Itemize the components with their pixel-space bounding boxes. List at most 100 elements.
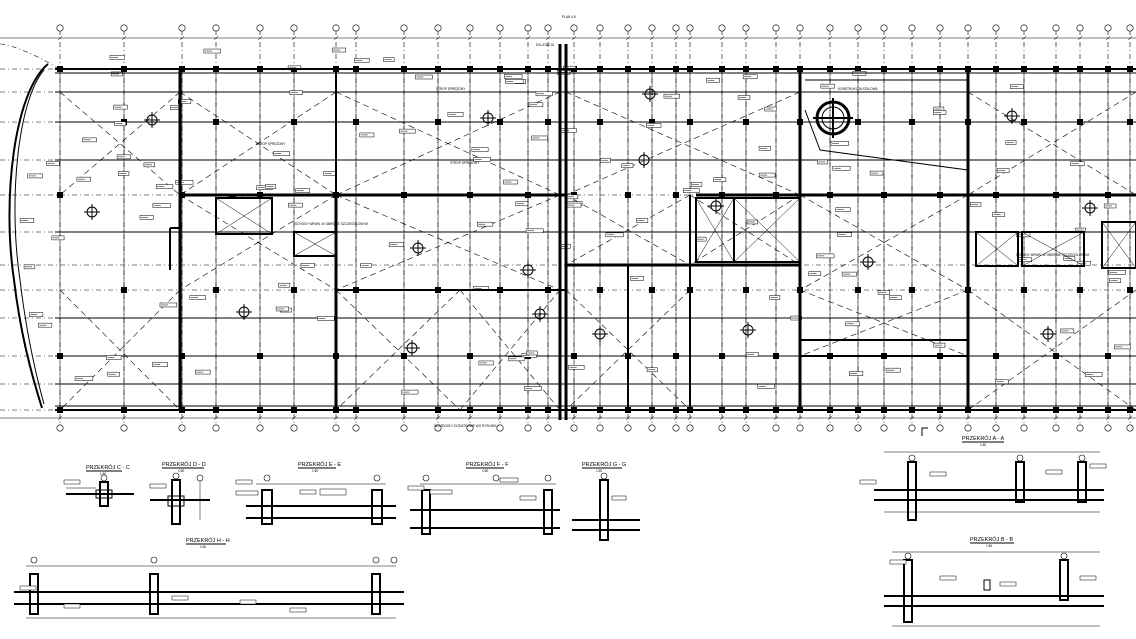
- grid-bubble-top: [936, 24, 944, 32]
- section-tag: [63, 479, 81, 485]
- grid-bubble-top: [992, 24, 1000, 32]
- grid-bubble-bottom: [992, 424, 1000, 432]
- dimension-tick: [1127, 415, 1133, 421]
- grid-bubble-top: [544, 24, 552, 32]
- section-f-f-scale: 1:50: [482, 469, 488, 473]
- stair-core-hatch: [1021, 231, 1085, 267]
- column: [545, 119, 551, 125]
- dimension-tick: [401, 415, 407, 421]
- grid-bubble-bottom: [1126, 424, 1134, 432]
- column: [743, 119, 749, 125]
- column: [1053, 353, 1059, 359]
- dimension-tick: [291, 35, 297, 41]
- dimension-tick: [1077, 415, 1083, 421]
- slab-note-2: STROP SPRĘŻONY: [256, 141, 286, 146]
- section-tag: [63, 603, 81, 609]
- grid-bubble-bottom: [772, 424, 780, 432]
- grid-bubble-top: [1126, 24, 1134, 32]
- dimension-tick: [1053, 415, 1059, 421]
- dimension-tick: [57, 35, 63, 41]
- stair-core-hatch: [215, 197, 273, 235]
- dimension-tick: [965, 35, 971, 41]
- column: [179, 353, 185, 359]
- dimension-tick: [855, 415, 861, 421]
- bottom-note: SZCZEGÓŁY DODATKOWE WG RYSUNKU: [434, 423, 498, 428]
- element-tag: [525, 228, 544, 234]
- dimension-tick: [743, 35, 749, 41]
- section-tag: [171, 595, 189, 601]
- dimension-tick: [1021, 415, 1027, 421]
- span-line: [565, 91, 801, 196]
- span-line: [335, 289, 461, 411]
- element-tag: [152, 203, 171, 208]
- grid-bubble-top: [570, 24, 578, 32]
- dimension-tick: [257, 415, 263, 421]
- column: [353, 119, 359, 125]
- element-tag: [605, 232, 624, 238]
- slab-note-3: STROP SPRĘŻONY: [450, 160, 480, 165]
- column: [597, 287, 603, 293]
- section-a-a-title: PRZEKRÓJ A - A: [962, 435, 1005, 442]
- column: [909, 287, 915, 293]
- grid-bubble-top: [880, 24, 888, 32]
- span-line: [565, 194, 691, 266]
- dimension-tick: [571, 35, 577, 41]
- section-h-h: PRZEKRÓJ H - H 1:50: [14, 537, 404, 619]
- column: [121, 287, 127, 293]
- element-tag: [473, 157, 491, 162]
- curved-facade: [8, 63, 49, 409]
- grid-bubble-bottom: [1052, 424, 1060, 432]
- element-tags: [19, 47, 1131, 395]
- dimension-tick: [993, 35, 999, 41]
- element-tag: [159, 302, 178, 308]
- section-tag: [929, 471, 947, 477]
- column: [1127, 287, 1133, 293]
- dimension-tick: [1021, 35, 1027, 41]
- dimension-tick: [797, 35, 803, 41]
- column: [687, 119, 693, 125]
- grid-bubble-bottom: [718, 424, 726, 432]
- column: [1127, 119, 1133, 125]
- grid-bubble-bottom: [496, 424, 504, 432]
- column: [855, 287, 861, 293]
- grid-bubble-bottom: [256, 424, 264, 432]
- dimension-tick: [827, 415, 833, 421]
- element-tag: [504, 79, 524, 84]
- span-line: [967, 91, 1136, 196]
- dilatation-note: DYLATACJA: [536, 43, 555, 47]
- dimension-tick: [649, 35, 655, 41]
- grid-bubble-bottom: [1104, 424, 1112, 432]
- column: [257, 353, 263, 359]
- dimension-tick: [213, 35, 219, 41]
- element-tag: [832, 165, 851, 171]
- grid-bubble-top: [718, 24, 726, 32]
- span-line: [967, 91, 1136, 196]
- dimension-tick: [179, 35, 185, 41]
- dimension-tick: [673, 415, 679, 421]
- grid-bubble-top: [826, 24, 834, 32]
- element-tag: [471, 147, 489, 152]
- dimension-tick: [525, 35, 531, 41]
- section-tag: [407, 485, 425, 491]
- section-tag: [235, 479, 253, 485]
- dimension-tick: [571, 415, 577, 421]
- grid-bubble-bottom: [56, 424, 64, 432]
- grid-bubble-bottom: [434, 424, 442, 432]
- dimension-tick: [719, 415, 725, 421]
- section-tag: [1089, 463, 1107, 469]
- element-tag: [156, 184, 174, 189]
- section-d-d-title: PRZEKRÓJ D - D: [162, 461, 206, 468]
- column: [291, 287, 297, 293]
- span-line: [565, 289, 691, 411]
- grid-bubble-bottom: [332, 424, 340, 432]
- dimension-tick: [909, 415, 915, 421]
- grid-bubble-bottom: [908, 424, 916, 432]
- element-tag: [683, 188, 700, 193]
- dimension-tick: [333, 415, 339, 421]
- dimension-tick: [497, 35, 503, 41]
- dimension-tick: [719, 35, 725, 41]
- section-tag: [519, 495, 537, 501]
- element-tag: [535, 91, 553, 97]
- section-c-c: PRZEKRÓJ C - C 1:50: [66, 464, 134, 507]
- stair-core-hatch: [733, 197, 801, 263]
